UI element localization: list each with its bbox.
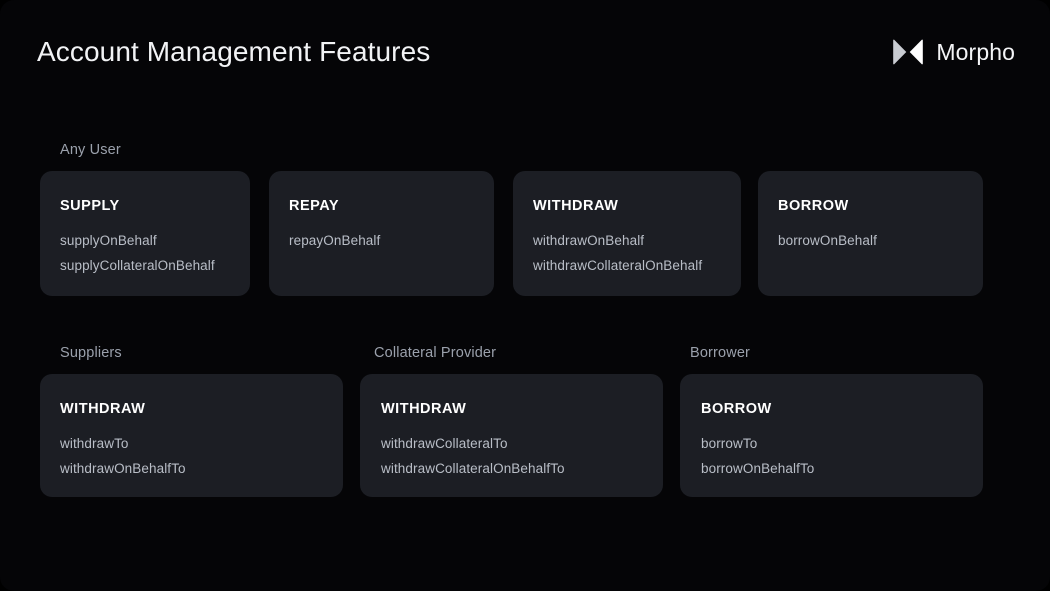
card-item-list: withdrawCollateralTo withdrawCollateralO… xyxy=(381,432,643,481)
card-title: WITHDRAW xyxy=(533,198,619,214)
card-item-list: withdrawTo withdrawOnBehalfTo xyxy=(60,432,323,481)
card-withdraw-suppliers[interactable]: WITHDRAW withdrawTo withdrawOnBehalfTo xyxy=(40,374,343,497)
brand-name: Morpho xyxy=(936,39,1015,65)
card-borrow-any-user[interactable]: BORROW borrowOnBehalf xyxy=(758,171,983,296)
section-label-borrower: Borrower xyxy=(690,345,751,361)
card-title: SUPPLY xyxy=(60,198,120,214)
list-item: withdrawTo xyxy=(60,436,129,451)
list-item: supplyCollateralOnBehalf xyxy=(60,257,215,273)
card-title: BORROW xyxy=(778,198,849,214)
list-item: withdrawOnBehalfTo xyxy=(60,460,186,476)
page-title: Account Management Features xyxy=(37,36,431,67)
card-withdraw-collateral-provider[interactable]: WITHDRAW withdrawCollateralTo withdrawCo… xyxy=(360,374,663,497)
list-item: borrowTo xyxy=(701,436,758,451)
list-item: borrowOnBehalf xyxy=(778,233,877,248)
card-title: WITHDRAW xyxy=(381,401,467,417)
card-item-list: withdrawOnBehalf withdrawCollateralOnBeh… xyxy=(533,229,721,278)
section-label-any-user: Any User xyxy=(60,142,121,158)
card-item-list: borrowTo borrowOnBehalfTo xyxy=(701,432,963,481)
card-item-list: borrowOnBehalf xyxy=(778,229,963,254)
card-item-list: repayOnBehalf xyxy=(289,229,474,254)
brand-lockup: Morpho xyxy=(893,39,1015,65)
list-item: repayOnBehalf xyxy=(289,233,381,248)
card-item-list: supplyOnBehalf supplyCollateralOnBehalf xyxy=(60,229,230,278)
list-item: withdrawOnBehalf xyxy=(533,233,645,248)
list-item: withdrawCollateralOnBehalfTo xyxy=(381,460,565,476)
section-label-collateral-provider: Collateral Provider xyxy=(374,345,497,361)
card-borrow-borrower[interactable]: BORROW borrowTo borrowOnBehalfTo xyxy=(680,374,983,497)
section-label-suppliers: Suppliers xyxy=(60,345,122,361)
list-item: withdrawCollateralOnBehalf xyxy=(533,257,703,273)
card-repay[interactable]: REPAY repayOnBehalf xyxy=(269,171,494,296)
card-withdraw-any-user[interactable]: WITHDRAW withdrawOnBehalf withdrawCollat… xyxy=(513,171,741,296)
list-item: withdrawCollateralTo xyxy=(381,436,508,451)
card-title: REPAY xyxy=(289,198,340,214)
list-item: supplyOnBehalf xyxy=(60,233,157,248)
card-title: BORROW xyxy=(701,401,772,417)
list-item: borrowOnBehalfTo xyxy=(701,460,815,476)
header: Account Management Features Morpho xyxy=(0,0,1050,104)
morpho-butterfly-logo-icon xyxy=(893,39,924,65)
card-supply[interactable]: SUPPLY supplyOnBehalf supplyCollateralOn… xyxy=(40,171,250,296)
card-title: WITHDRAW xyxy=(60,401,146,417)
